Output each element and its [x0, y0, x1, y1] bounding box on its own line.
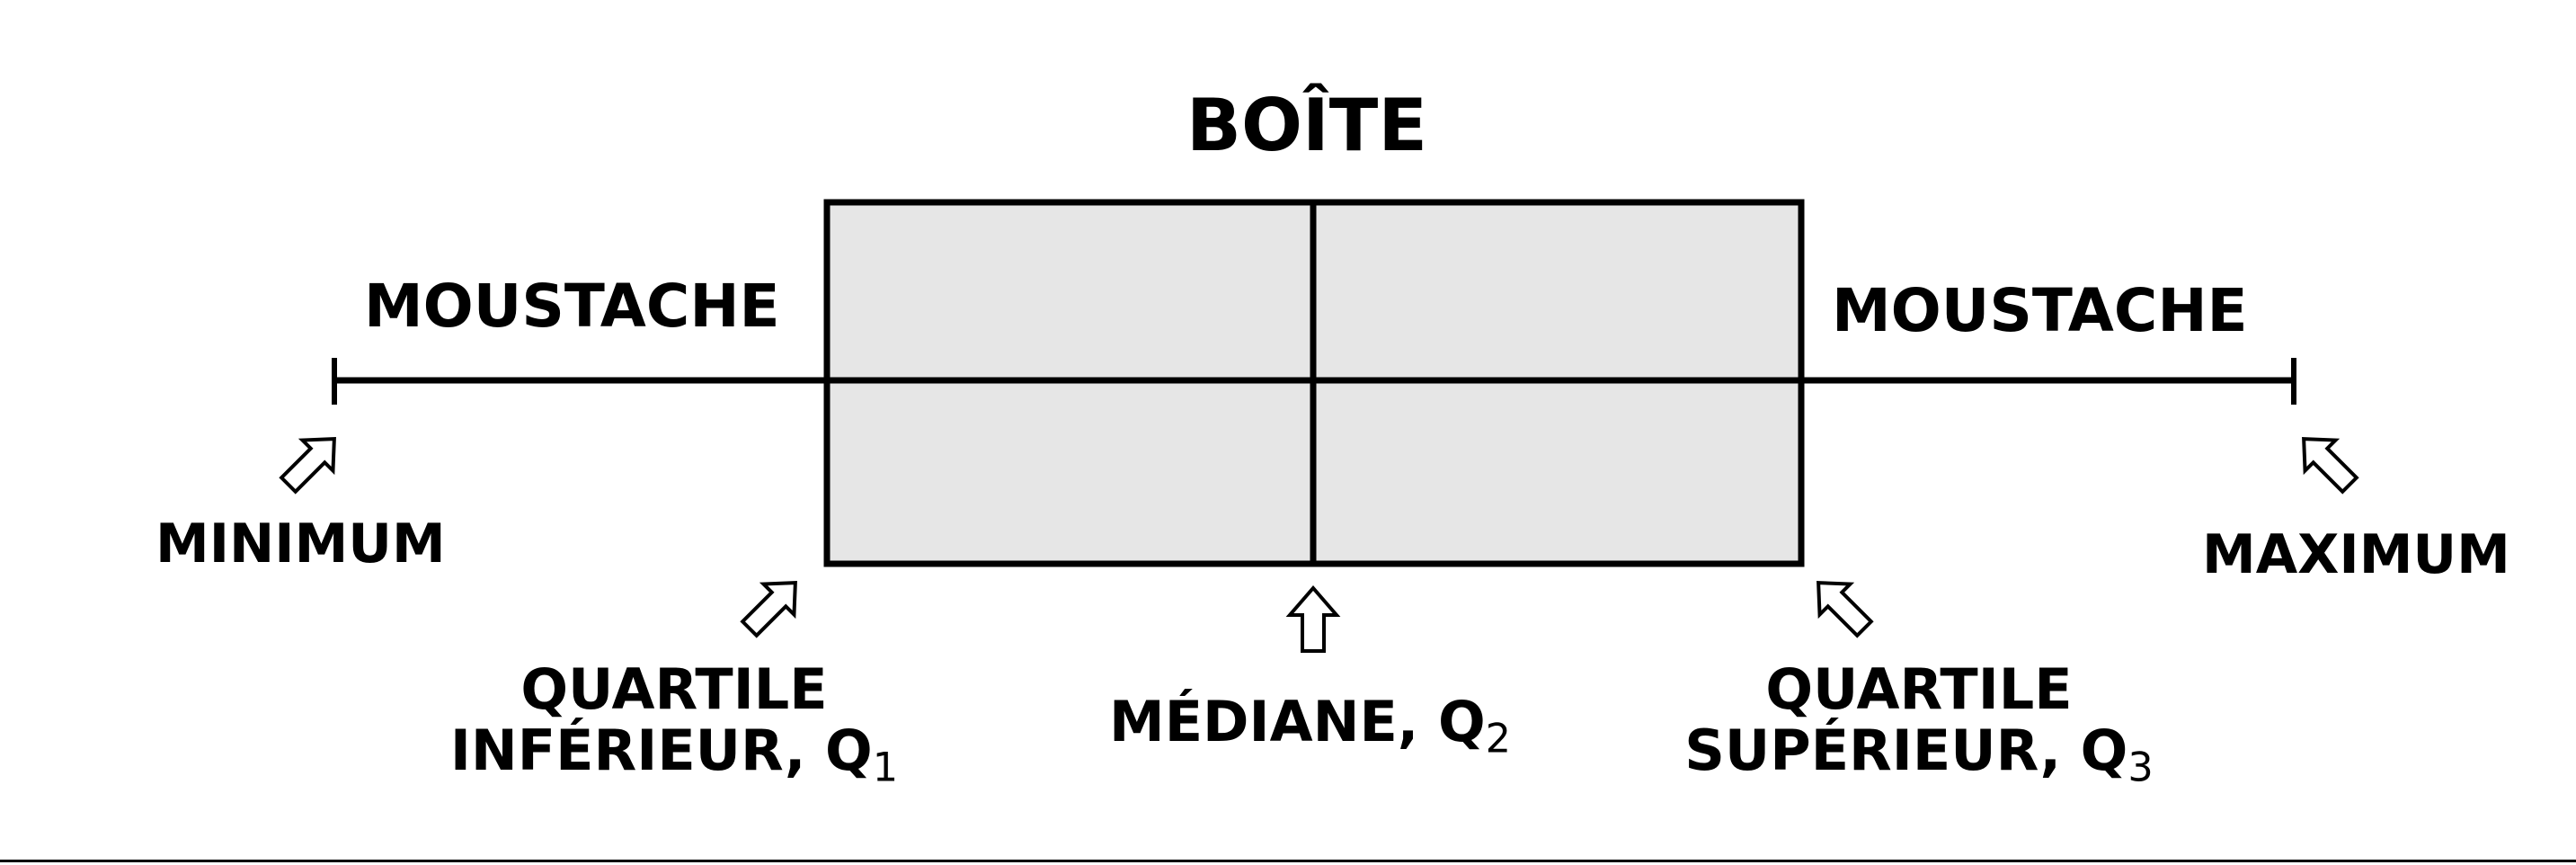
- lower-quartile-label: QUARTILE INFÉRIEUR, Q1: [422, 656, 926, 788]
- minimum-label: MINIMUM: [155, 513, 446, 575]
- median-arrow-icon: [1285, 584, 1341, 653]
- median-subscript: 2: [1485, 715, 1512, 762]
- whisker-right-label: MOUSTACHE: [1832, 276, 2248, 345]
- upper-quartile-subscript: 3: [2127, 744, 2154, 791]
- median-label-text: MÉDIANE, Q: [1109, 689, 1486, 754]
- bottom-border: [0, 860, 2576, 862]
- upper-quartile-label: QUARTILE SUPÉRIEUR, Q3: [1667, 656, 2171, 788]
- upper-quartile-line2-text: SUPÉRIEUR, Q: [1684, 718, 2128, 784]
- maximum-label: MAXIMUM: [2202, 523, 2510, 586]
- box-title: BOÎTE: [1186, 84, 1427, 167]
- lower-quartile-arrow-icon: [740, 581, 797, 638]
- whisker-left-label: MOUSTACHE: [364, 272, 780, 341]
- lower-quartile-line2: INFÉRIEUR, Q1: [422, 718, 926, 788]
- lower-quartile-line1: QUARTILE: [520, 656, 828, 722]
- upper-quartile-line1: QUARTILE: [1765, 656, 2073, 722]
- lower-quartile-subscript: 1: [872, 744, 899, 791]
- lower-quartile-line2-text: INFÉRIEUR, Q: [449, 718, 873, 784]
- maximum-arrow-icon: [2302, 437, 2359, 495]
- upper-quartile-line2: SUPÉRIEUR, Q3: [1667, 718, 2171, 788]
- minimum-arrow-icon: [279, 437, 336, 495]
- upper-quartile-arrow-icon: [1817, 581, 1874, 638]
- median-label: MÉDIANE, Q2: [1109, 694, 1511, 759]
